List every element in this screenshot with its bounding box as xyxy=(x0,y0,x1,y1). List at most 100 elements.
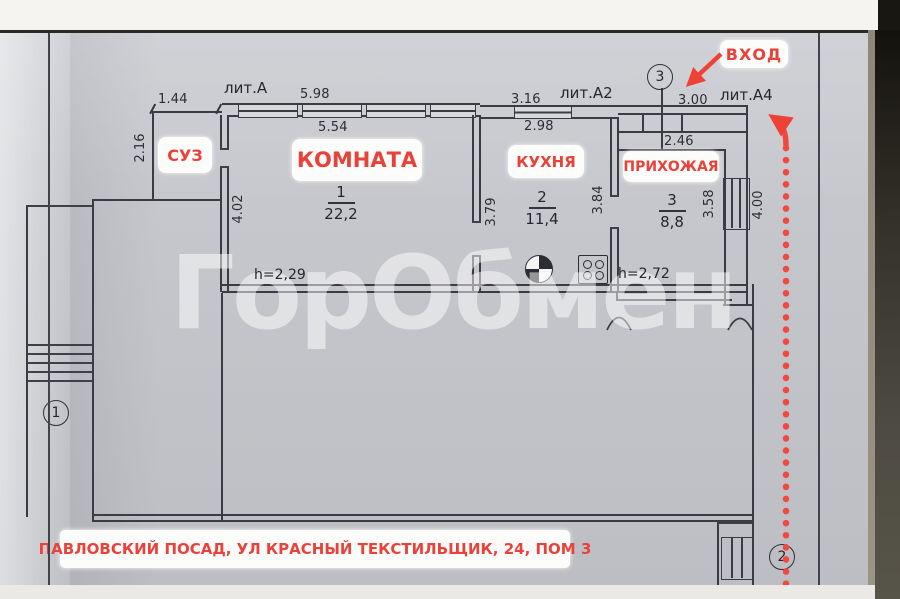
kitchen-hall-wall xyxy=(617,227,619,292)
room-label-prihozhaya: ПРИХОЖАЯ xyxy=(623,151,719,182)
stove-burner-icon xyxy=(595,260,604,269)
lower-section-top-line xyxy=(617,299,732,301)
door-jamb xyxy=(610,227,619,229)
room-number: 1 xyxy=(336,183,346,201)
stairs-hatch-line xyxy=(731,178,733,228)
axis-marker-2: 2 xyxy=(769,544,795,570)
stove-burner-icon xyxy=(583,271,592,280)
liter-label-a: лит.А xyxy=(224,79,268,97)
scan-corner-shadow xyxy=(878,0,900,30)
axis-marker-3: 3 xyxy=(647,64,673,90)
fraction-line xyxy=(528,207,556,209)
room-number: 3 xyxy=(667,191,677,209)
lower-bottom-wall-outer xyxy=(92,514,754,516)
lower-right-wall xyxy=(752,284,754,522)
stairs-hatch-box xyxy=(723,178,750,230)
drawing-frame-left xyxy=(48,33,50,599)
porch-left-wall xyxy=(717,522,719,592)
room-label-komnata: КОМНАТА xyxy=(292,139,422,181)
porch-top-line xyxy=(717,522,753,524)
kitchen-number-area: 2 11,4 xyxy=(520,189,564,228)
lower-left-wall xyxy=(92,199,94,521)
stairs-hatch-line xyxy=(739,178,741,228)
liter-label-a4: лит.А4 xyxy=(720,86,773,104)
room1-left-wall xyxy=(220,115,222,150)
entrance-axis-line xyxy=(661,88,663,150)
drawing-frame-right xyxy=(818,33,820,599)
paper-fold-shadow xyxy=(70,30,160,599)
drawing-frame-top xyxy=(0,30,900,33)
door-jamb xyxy=(610,195,619,197)
window-symbol xyxy=(366,104,426,118)
kitchen-hall-wall xyxy=(610,227,612,292)
stairs-hatch-line xyxy=(27,344,92,346)
hall-top-wall-outer xyxy=(618,105,748,107)
stove-symbol xyxy=(578,255,608,284)
stove-burner-icon xyxy=(595,271,604,280)
vestibule-divider xyxy=(681,113,683,133)
scan-top-margin xyxy=(0,0,900,30)
scan-bottom-margin xyxy=(0,585,875,599)
dim-label-vertical: 3.79 xyxy=(483,197,499,227)
door-jamb xyxy=(616,291,618,301)
fraction-line xyxy=(658,210,686,212)
dim-label: 1.44 xyxy=(158,92,188,107)
hall-right-wall-outer xyxy=(746,105,748,306)
hall-inner-top-wall xyxy=(618,149,726,151)
rooms-bottom-wall-inner xyxy=(222,291,748,293)
room1-kitchen-wall xyxy=(479,115,481,223)
dim-label: 3.00 xyxy=(678,93,708,108)
stairs-hatch-line xyxy=(27,353,92,355)
porch-right-wall xyxy=(752,522,754,592)
dim-label: 3.16 xyxy=(511,92,541,107)
room-label-kuhnya: КУХНЯ xyxy=(508,145,584,178)
liter-label-a2: лит.А2 xyxy=(560,84,613,102)
watermark: ГорОбмен xyxy=(170,234,738,353)
porch-steps-box xyxy=(721,537,754,580)
hall-top-wall-inner xyxy=(618,113,748,115)
dim-label-vertical: 2.16 xyxy=(132,133,148,163)
dim-label: 5.54 xyxy=(318,120,348,135)
room-area: 11,4 xyxy=(525,209,559,228)
suz-top-wall xyxy=(152,111,222,113)
room1-kitchen-wall xyxy=(479,255,481,292)
room1-left-wall xyxy=(227,115,229,150)
vestibule-divider xyxy=(642,113,644,133)
address-label: ПАВЛОВСКИЙ ПОСАД, УЛ КРАСНЫЙ ТЕКСТИЛЬЩИК… xyxy=(39,530,591,568)
lower-mid-wall xyxy=(221,293,223,521)
room1-kitchen-wall xyxy=(472,255,474,292)
kitchen-hall-wall xyxy=(617,117,619,197)
fraction-line xyxy=(327,202,355,204)
rooms-bottom-wall-outer xyxy=(222,284,748,286)
stairs-hatch-line xyxy=(27,380,92,382)
stairs-hatch-line xyxy=(27,371,92,373)
entrance-label: ВХОД xyxy=(720,40,788,68)
door-jamb xyxy=(220,148,229,150)
porch-steps-line xyxy=(741,537,743,578)
dim-label-vertical: 3.58 xyxy=(701,189,717,219)
outer-top-line xyxy=(26,205,92,207)
paper-fold-highlight xyxy=(0,30,70,599)
porch-steps-line xyxy=(731,537,733,578)
door-jamb xyxy=(472,255,481,257)
hall-right-wall-inner xyxy=(724,149,726,306)
room-area: 22,2 xyxy=(324,204,358,223)
dim-label: 2.46 xyxy=(664,134,694,149)
room-area: 8,8 xyxy=(660,212,684,231)
window-symbol xyxy=(430,104,476,118)
door-jamb xyxy=(472,221,481,223)
dim-label: 2.98 xyxy=(524,119,554,134)
dim-label-vertical: 3.84 xyxy=(590,185,606,215)
room1-number-area: 1 22,2 xyxy=(319,184,363,223)
stove-burner-icon xyxy=(583,260,592,269)
stairs-hatch-line xyxy=(27,362,92,364)
dim-label-vertical: 4.00 xyxy=(750,190,766,220)
room1-kitchen-wall xyxy=(472,115,474,223)
dim-label: 5.98 xyxy=(300,87,330,102)
room1-left-wall xyxy=(227,168,229,292)
window-symbol xyxy=(302,104,362,118)
lower-bottom-wall-inner xyxy=(92,520,754,522)
suz-left-wall xyxy=(152,111,154,201)
